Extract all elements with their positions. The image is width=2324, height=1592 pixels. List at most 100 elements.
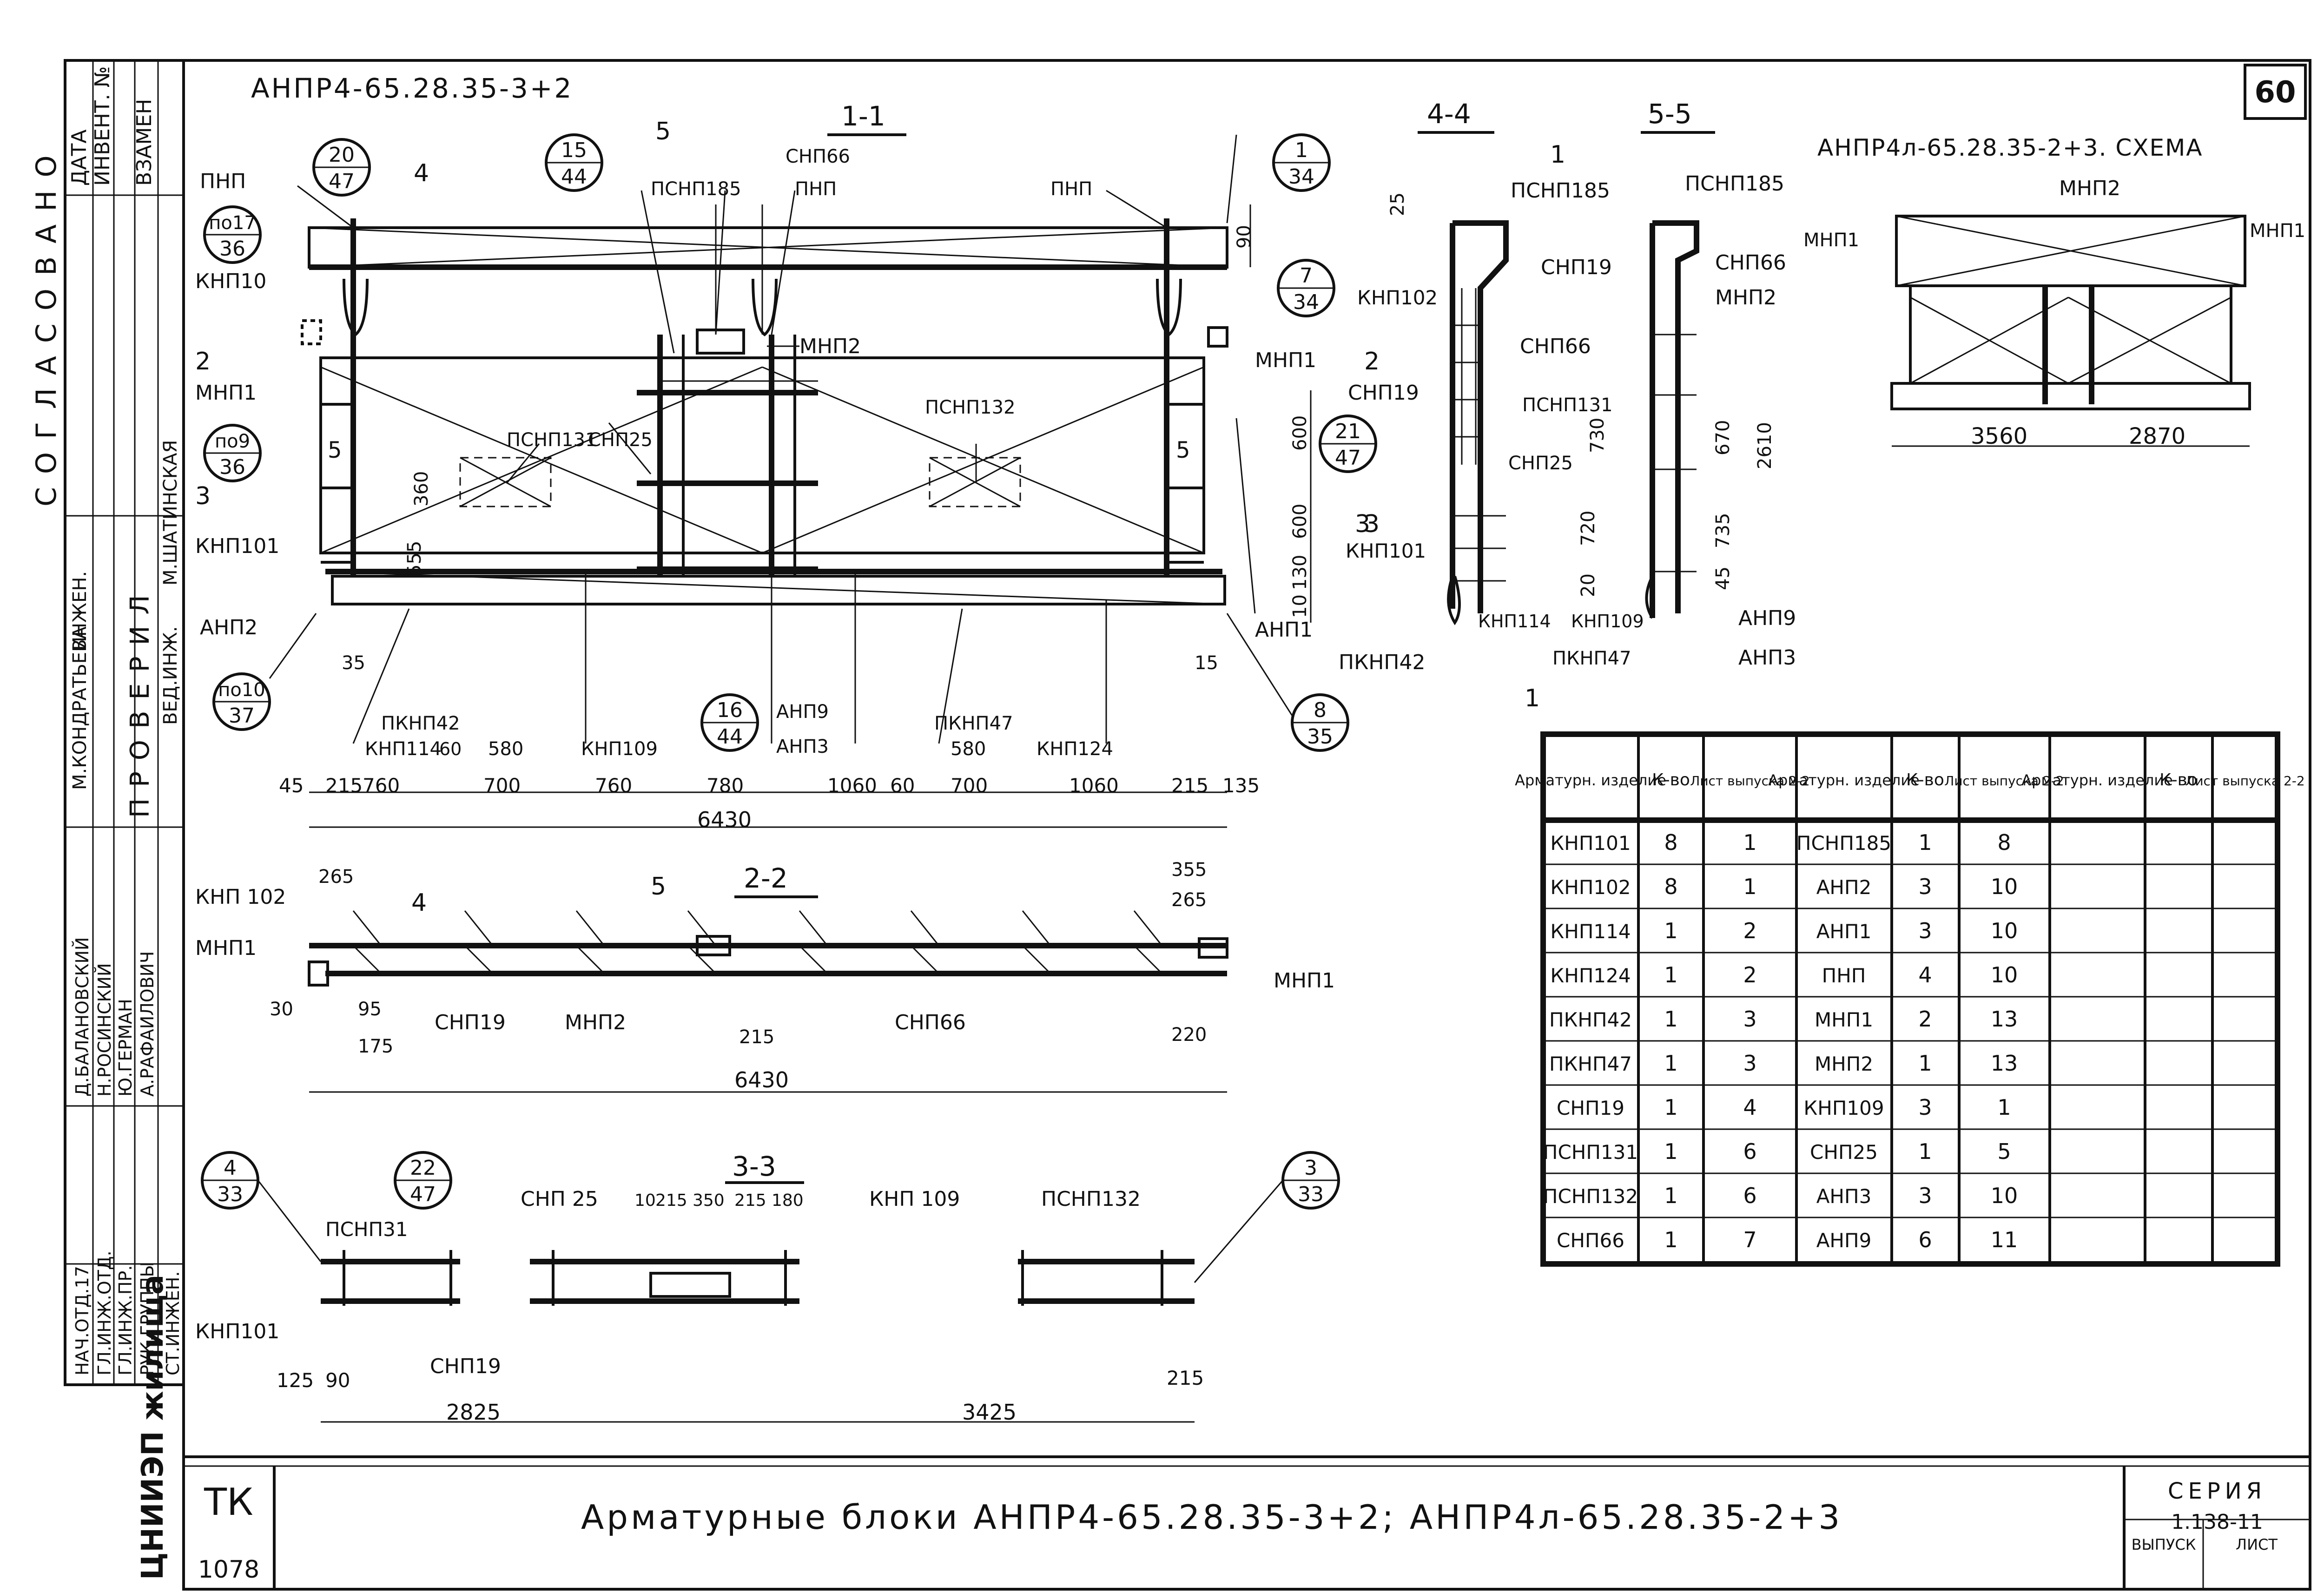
table-cell: СНП25	[1810, 1141, 1878, 1164]
dim-22-30: 30	[270, 999, 293, 1020]
col-replace-label: ВЗАМЕН	[132, 99, 156, 186]
svg-text:33: 33	[1298, 1183, 1324, 1206]
svg-text:47: 47	[1335, 446, 1361, 470]
mark-2-left: 2	[195, 348, 211, 375]
label-mnp1-22-right: МНП1	[1274, 969, 1335, 993]
label-psnp131: ПСНП131	[507, 429, 597, 451]
label-mnp1-scheme-left: МНП1	[1803, 230, 1859, 251]
table-cell: 3	[1918, 1183, 1932, 1208]
dim-sub-580-b: 580	[951, 738, 986, 760]
table-cell: 10	[1991, 918, 2018, 943]
dim-c-135: 135	[1222, 774, 1260, 797]
table-cell: ПСНП132	[1543, 1185, 1638, 1208]
label-pknp42: ПКНП42	[381, 713, 460, 734]
specification-table: Арматурн. изделие К-во Лист выпуска 2-2 …	[1515, 731, 2305, 1267]
table-cell: АНП3	[1816, 1185, 1872, 1208]
label-pnp-2: ПНП	[795, 178, 837, 200]
svg-text:37: 37	[229, 704, 255, 728]
th-sheet-2: Лист выпуска 2-2	[1944, 773, 2064, 789]
label-mnp2-22: МНП2	[565, 1011, 626, 1034]
label-pnp-1: ПНП	[200, 170, 246, 193]
svg-text:22: 22	[410, 1156, 436, 1180]
label-psnp185-44: ПСНП185	[1511, 179, 1610, 203]
mark-1-44-bottom: 1	[1525, 684, 1540, 712]
dim-22-175: 175	[358, 1036, 393, 1057]
label-mnp2-scheme: МНП2	[2059, 177, 2120, 200]
ref-bubble-4-33: 433	[201, 1151, 259, 1210]
mark-3-right: 3	[1364, 510, 1380, 538]
checked-name-1: М.КОНДРАТЬЕВА	[69, 626, 91, 790]
svg-text:8: 8	[1314, 698, 1327, 722]
table-cell: 8	[1664, 874, 1677, 899]
ref-bubble-10-37: по10 37	[212, 672, 271, 731]
sign-role-4: РУК.ГРУППЫ	[137, 1262, 158, 1375]
table-cell: 2	[1743, 962, 1756, 987]
dim-c-1060-b: 1060	[1069, 774, 1119, 797]
dim-44-730: 730	[1587, 418, 1608, 453]
table-cell: АНП2	[1816, 876, 1872, 899]
svg-text:по9: по9	[215, 431, 250, 452]
series-label: СЕРИЯ	[2168, 1478, 2266, 1504]
label-knp124: КНП124	[1037, 738, 1113, 760]
mark-1-44-top: 1	[1550, 141, 1565, 169]
dim-33-90: 90	[325, 1369, 350, 1392]
svg-text:4: 4	[224, 1156, 237, 1180]
scheme-view: АНПР4л-65.28.35-2+3. СХЕМА МНП1 МНП2 МНП…	[1803, 134, 2305, 449]
table-cell: 3	[1743, 1007, 1756, 1032]
label-mnp1-scheme-right: МНП1	[2250, 220, 2305, 242]
col-inv-label: ИНВЕНТ. №	[91, 66, 114, 186]
table-cell: КНП124	[1550, 964, 1631, 987]
dim-22-265-b: 265	[1171, 889, 1207, 911]
table-cell: 1	[1743, 830, 1756, 855]
ref-bubble-7-34: 734	[1277, 259, 1335, 317]
svg-text:33: 33	[217, 1183, 243, 1206]
table-cell: 10	[1991, 874, 2018, 899]
label-knp101: КНП101	[195, 534, 279, 558]
dim-22-355: 355	[1171, 859, 1207, 881]
dim-55-735: 735	[1712, 513, 1734, 548]
dim-sub-580-a: 580	[488, 738, 523, 760]
svg-text:44: 44	[561, 165, 587, 189]
dim-c-45: 45	[279, 774, 304, 797]
table-cell: 1	[1918, 1139, 1932, 1164]
label-knp109-33: КНП 109	[869, 1187, 960, 1211]
table-cell: ПКНП42	[1549, 1008, 1632, 1031]
table-cell: 8	[1664, 830, 1677, 855]
table-cell: 1	[1664, 962, 1677, 987]
sign-name-2: Н.РОСИНСКИЙ	[94, 963, 115, 1097]
dim-c-60: 60	[890, 774, 915, 797]
ref-bubble-3-33: 333	[1281, 1151, 1340, 1210]
dim-22-95: 95	[358, 999, 382, 1020]
label-anp9-55: АНП9	[1738, 606, 1796, 630]
dim-33-180: 180	[772, 1191, 804, 1210]
dim-s-60: 60	[439, 739, 462, 759]
table-cell: МНП2	[1815, 1053, 1873, 1075]
col-date-label: ДАТА	[67, 130, 91, 186]
dim-22-265-a: 265	[318, 866, 354, 888]
mark-5-right: 5	[1176, 437, 1190, 463]
label-knp102-44: КНП102	[1357, 286, 1438, 309]
section-5-5-view: 5-5 ПСНП185 СНП19 СНП66 МНП2 АНП9 АНП3 6…	[1541, 98, 1796, 670]
sign-name-3: Ю.ГЕРМАН	[115, 999, 136, 1097]
dim-c-760-a: 760	[363, 774, 400, 797]
svg-text:34: 34	[1293, 290, 1319, 314]
table-cell: МНП1	[1815, 1008, 1873, 1031]
th-item-3: Арматурн. изделие	[2021, 771, 2173, 789]
dim-scheme-3560: 3560	[1971, 423, 2027, 449]
dim-44-720: 720	[1578, 511, 1599, 546]
tk-code: ТК	[204, 1480, 253, 1524]
table-cell: 6	[1918, 1227, 1932, 1252]
label-psnp185: ПСНП185	[651, 178, 741, 200]
svg-text:по10: по10	[218, 679, 265, 701]
table-cell: 4	[1743, 1095, 1756, 1120]
label-knp101-44: КНП101	[1346, 539, 1426, 562]
